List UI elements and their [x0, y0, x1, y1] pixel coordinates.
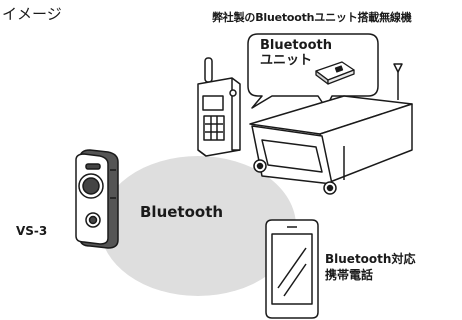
smartphone-icon [265, 219, 319, 319]
phone-label: Bluetooth対応 携帯電話 [325, 252, 415, 283]
handheld-radio-icon [197, 57, 241, 157]
bluetooth-unit-icon [315, 61, 355, 85]
vs3-device-icon [75, 149, 119, 249]
bubble-text: Bluetooth ユニット [260, 38, 332, 69]
phone-label-line-2: 携帯電話 [325, 267, 374, 282]
radio-label: 弊社製のBluetoothユニット搭載無線機 [212, 11, 412, 24]
bubble-line-2: ユニット [260, 52, 313, 68]
bluetooth-zone [100, 156, 296, 296]
mobile-radio-icon [249, 63, 413, 195]
page-title: イメージ [2, 5, 62, 23]
speech-bubble [247, 33, 379, 109]
vs3-label: VS-3 [16, 224, 48, 238]
phone-label-line-1: Bluetooth対応 [325, 252, 416, 266]
bluetooth-zone-label: Bluetooth [140, 203, 224, 221]
bubble-line-1: Bluetooth [260, 38, 332, 53]
